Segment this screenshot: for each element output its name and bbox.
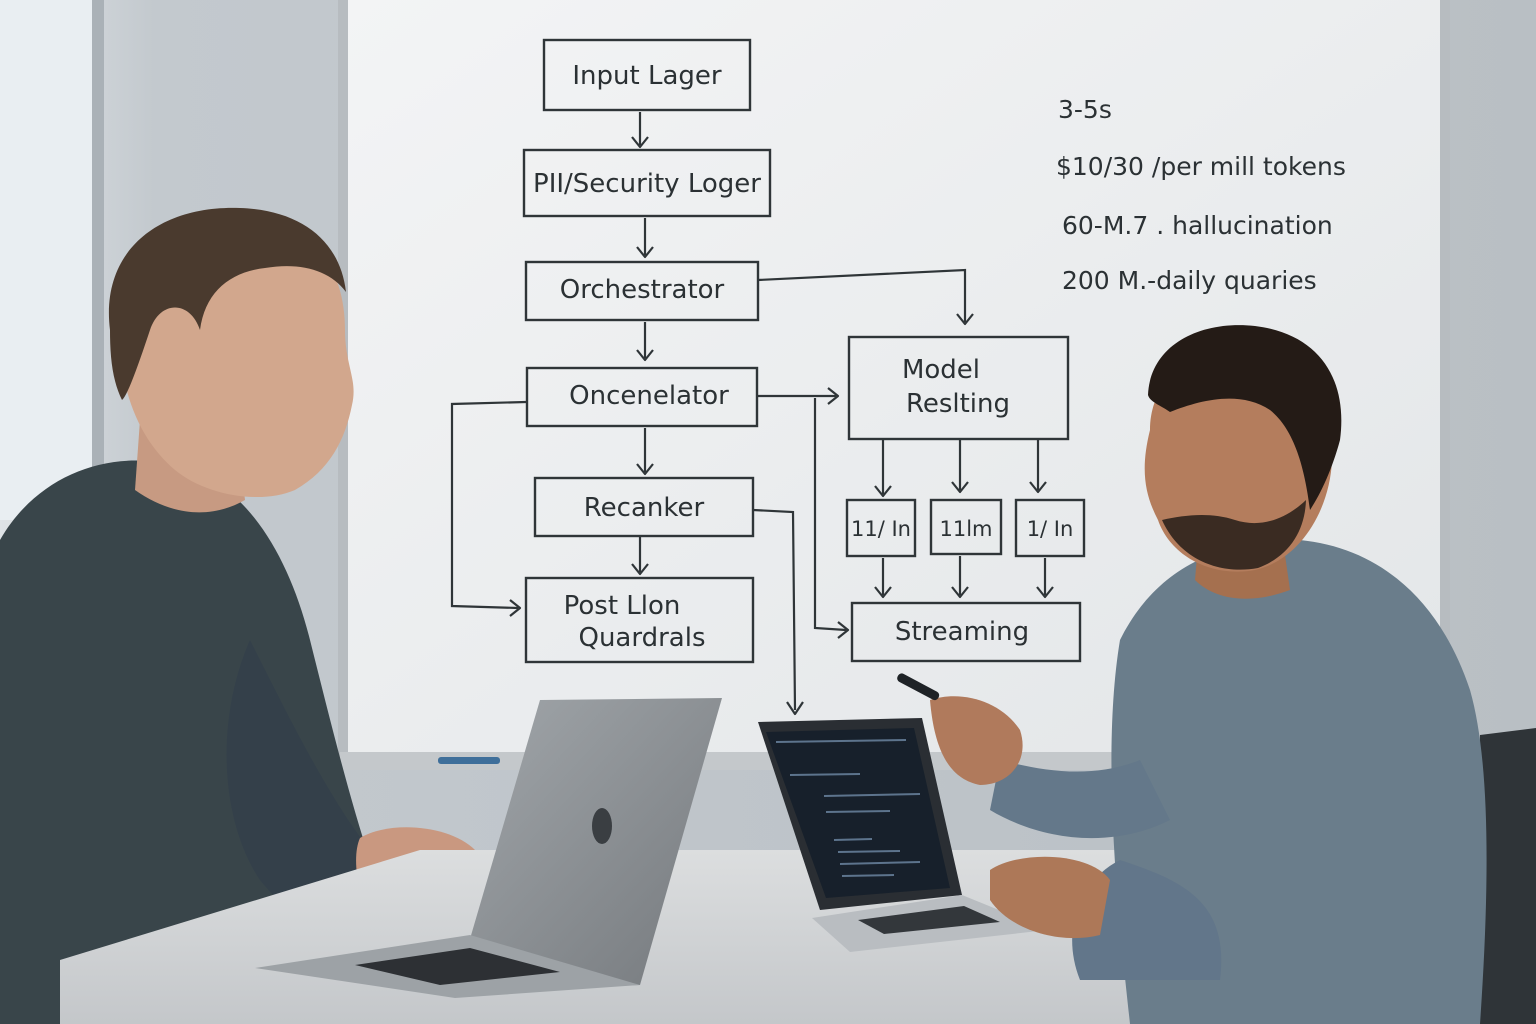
- label-streaming: Streaming: [895, 617, 1029, 647]
- person-right-torso: [1111, 540, 1487, 1024]
- diagram-boxes: Input Lager PII/Security Loger Orchestra…: [522, 38, 1086, 664]
- box-post-guardrails: [524, 576, 755, 664]
- window: [0, 0, 92, 520]
- person-left-hair: [108, 207, 347, 400]
- label-oncenelator: Oncenelator: [569, 381, 729, 411]
- label-reranker: Recanker: [584, 493, 705, 523]
- box-model-sub-3: [1014, 498, 1086, 558]
- person-right-beard: [1162, 500, 1306, 570]
- note-daily-queries: 200 M.-daily quaries: [1062, 266, 1317, 295]
- whiteboard-notes: 3-5s $10/30 /per mill tokens 60-M.7 . ha…: [1056, 95, 1346, 295]
- note-hallucination: 60-M.7 . hallucination: [1062, 211, 1333, 240]
- label-model-sub-1: 11/ In: [851, 517, 911, 541]
- diagram-connectors: [450, 112, 1054, 716]
- person-right-hand-keyboard: [990, 856, 1110, 939]
- box-model-sub-1: [845, 498, 917, 558]
- label-model-routing-line1: Model: [902, 355, 980, 385]
- laptop-left: [255, 698, 722, 998]
- note-latency: 3-5s: [1058, 95, 1112, 124]
- box-oncenelator: [525, 366, 759, 428]
- label-input-layer: Input Lager: [572, 61, 722, 91]
- person-right-arm: [990, 760, 1170, 839]
- box-model-sub-2: [929, 498, 1003, 556]
- laptop-right: [758, 718, 1048, 952]
- box-pii-security-layer: [522, 148, 772, 218]
- box-reranker: [533, 476, 755, 538]
- label-model-sub-3: 1/ In: [1027, 517, 1074, 541]
- person-right-hair: [1148, 325, 1342, 510]
- box-model-routing: [847, 335, 1070, 441]
- person-right-hand-pointing: [930, 696, 1023, 785]
- person-right-lower-arm: [1072, 860, 1222, 980]
- laptop-right-keyboard: [858, 906, 1000, 934]
- laptop-right-screen: [766, 728, 950, 898]
- label-model-sub-2: 11lm: [939, 517, 992, 541]
- laptop-left-keyboard: [355, 948, 560, 985]
- label-model-routing-line2: Reslting: [906, 389, 1010, 419]
- window-frame: [92, 0, 104, 520]
- label-pii-security-layer: PII/Security Loger: [533, 169, 761, 199]
- label-post-guardrails-line1: Post Llon: [564, 591, 681, 621]
- apple-logo-icon: [592, 808, 612, 844]
- label-post-guardrails-line2: Quardrals: [578, 623, 705, 653]
- person-right: [897, 325, 1487, 1024]
- box-streaming: [850, 601, 1082, 663]
- code-lines: [775, 739, 921, 877]
- box-orchestrator: [524, 260, 760, 322]
- note-cost: $10/30 /per mill tokens: [1056, 152, 1346, 181]
- marker: [438, 757, 500, 764]
- label-orchestrator: Orchestrator: [560, 275, 725, 305]
- box-input-layer: [542, 38, 752, 112]
- laptop-left-lid: [455, 698, 722, 990]
- office-chair: [1470, 728, 1536, 1024]
- pen: [897, 673, 940, 701]
